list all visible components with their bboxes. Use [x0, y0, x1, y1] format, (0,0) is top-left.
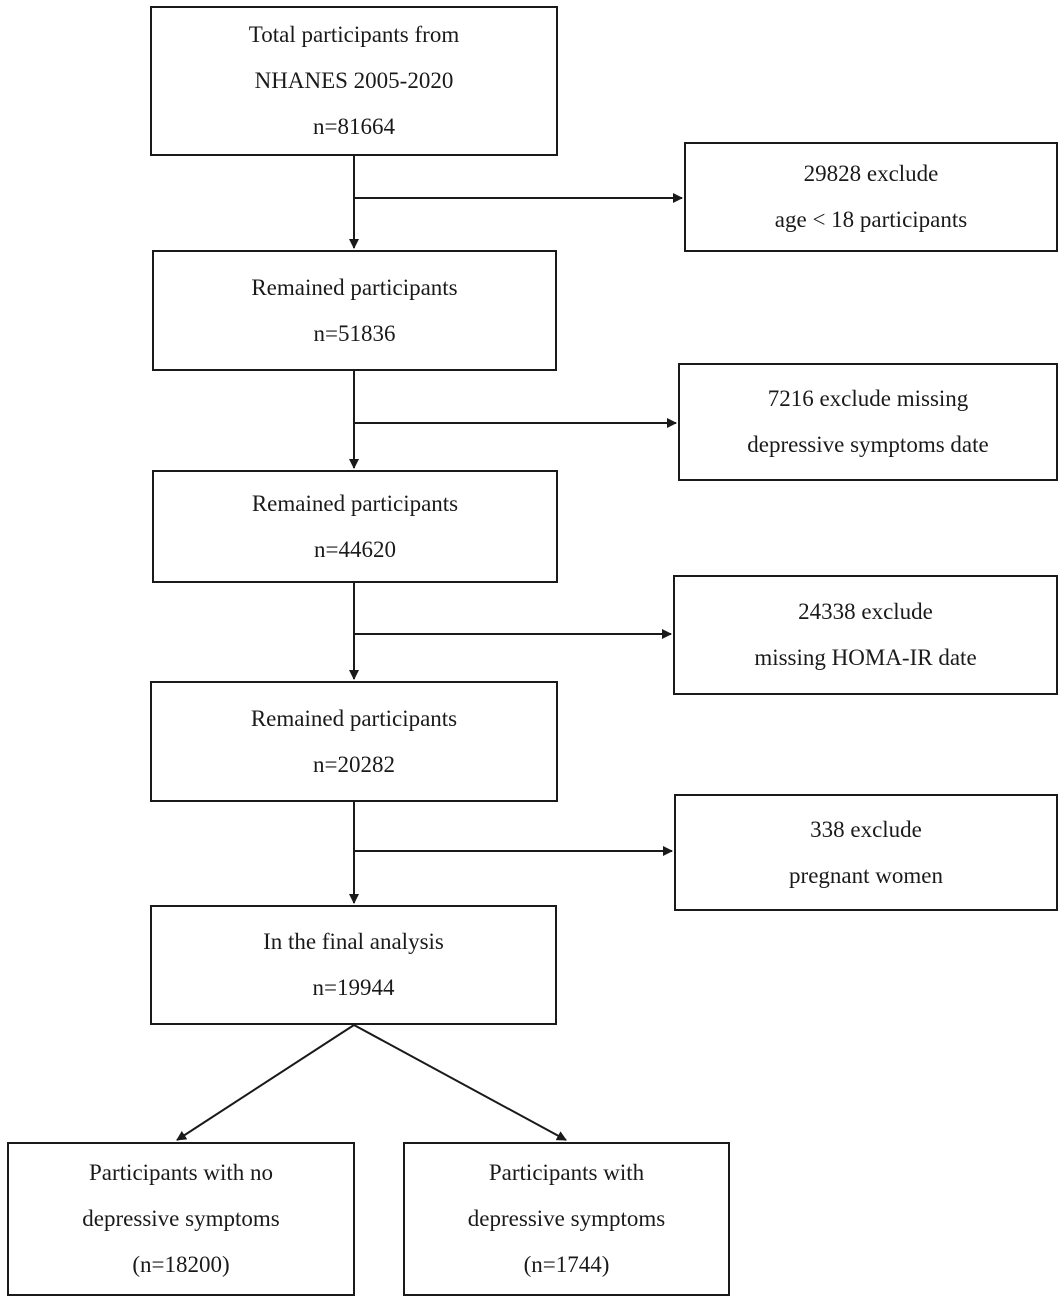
box-outcome-depressive: Participants with depressive symptoms (n…	[403, 1142, 730, 1296]
box-exclusion-pregnant: 338 exclude pregnant women	[674, 794, 1058, 911]
box-remained-2-line-1: Remained participants	[251, 490, 459, 516]
box-exclusion-age-line-2: age < 18 participants	[774, 207, 968, 232]
box-total-participants: Total participants from NHANES 2005-2020…	[150, 6, 558, 156]
arrow-split-left	[176, 1024, 355, 1141]
box-exclusion-depressive: 7216 exclude missing depressive symptoms…	[678, 363, 1058, 481]
box-exclusion-age: 29828 exclude age < 18 participants	[684, 142, 1058, 252]
box-outcome-depressive-line-2: depressive symptoms	[467, 1206, 666, 1231]
box-remained-3: Remained participants n=20282	[150, 681, 558, 802]
box-remained-2-line-2: n=44620	[314, 536, 396, 562]
box-outcome-no-depressive-line-2: depressive symptoms	[82, 1206, 280, 1231]
box-total-participants-line-1: Total participants from	[248, 22, 460, 47]
box-remained-1: Remained participants n=51836	[152, 250, 557, 371]
box-exclusion-depressive-line-1: 7216 exclude missing	[767, 386, 969, 411]
box-outcome-no-depressive: Participants with no depressive symptoms…	[7, 1142, 355, 1296]
box-exclusion-pregnant-line-1: 338 exclude	[810, 816, 922, 842]
box-exclusion-pregnant-line-2: pregnant women	[789, 862, 943, 888]
box-remained-3-line-1: Remained participants	[250, 705, 458, 731]
box-exclusion-homa-ir-line-2: missing HOMA-IR date	[754, 645, 977, 670]
box-outcome-no-depressive-line-1: Participants with no	[89, 1160, 273, 1185]
box-remained-1-line-2: n=51836	[313, 320, 396, 346]
box-outcome-no-depressive-line-3: (n=18200)	[132, 1252, 230, 1277]
box-final-analysis-line-2: n=19944	[312, 975, 395, 1000]
box-total-participants-line-3: n=81664	[313, 114, 395, 139]
box-final-analysis-line-1: In the final analysis	[263, 929, 444, 954]
box-exclusion-homa-ir: 24338 exclude missing HOMA-IR date	[673, 575, 1058, 695]
box-exclusion-homa-ir-line-1: 24338 exclude	[798, 599, 933, 624]
box-exclusion-depressive-line-2: depressive symptoms date	[747, 432, 989, 457]
box-total-participants-line-2: NHANES 2005-2020	[254, 68, 454, 93]
box-remained-2: Remained participants n=44620	[152, 470, 558, 583]
box-final-analysis: In the final analysis n=19944	[150, 905, 557, 1025]
box-remained-1-line-1: Remained participants	[251, 274, 458, 300]
box-remained-3-line-2: n=20282	[313, 751, 395, 777]
box-outcome-depressive-line-1: Participants with	[488, 1160, 645, 1185]
box-outcome-depressive-line-3: (n=1744)	[523, 1252, 610, 1277]
box-exclusion-age-line-1: 29828 exclude	[803, 161, 939, 186]
arrow-split-right	[353, 1024, 567, 1141]
